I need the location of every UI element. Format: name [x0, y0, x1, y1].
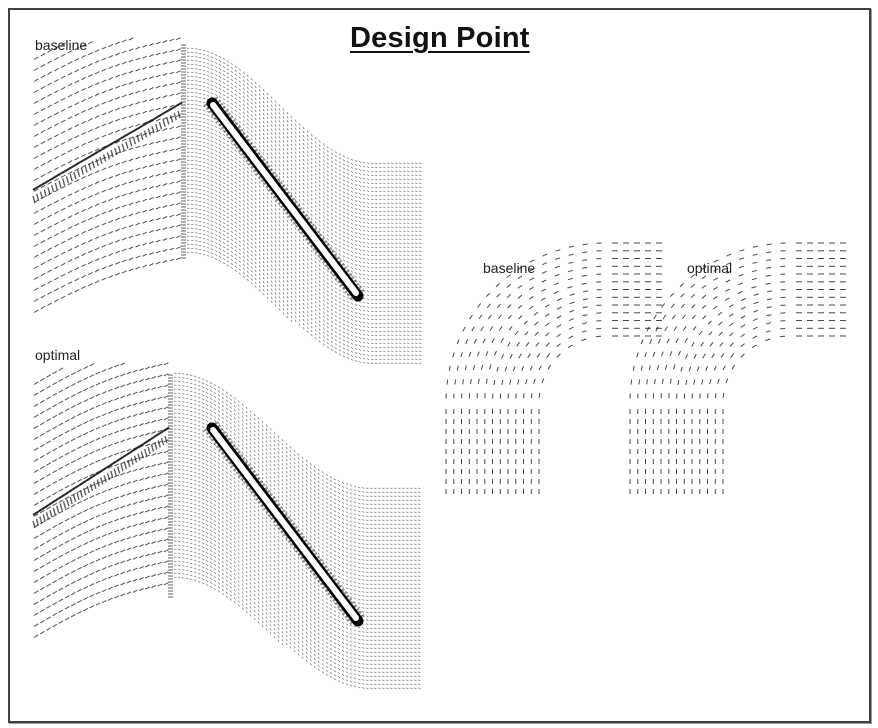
figure-title: Design Point [350, 22, 530, 54]
panel-label-cascade-optimal: optimal [35, 347, 81, 363]
panel-label-bend-optimal: optimal [687, 260, 733, 276]
panel-label-bend-baseline: baseline [483, 260, 536, 276]
